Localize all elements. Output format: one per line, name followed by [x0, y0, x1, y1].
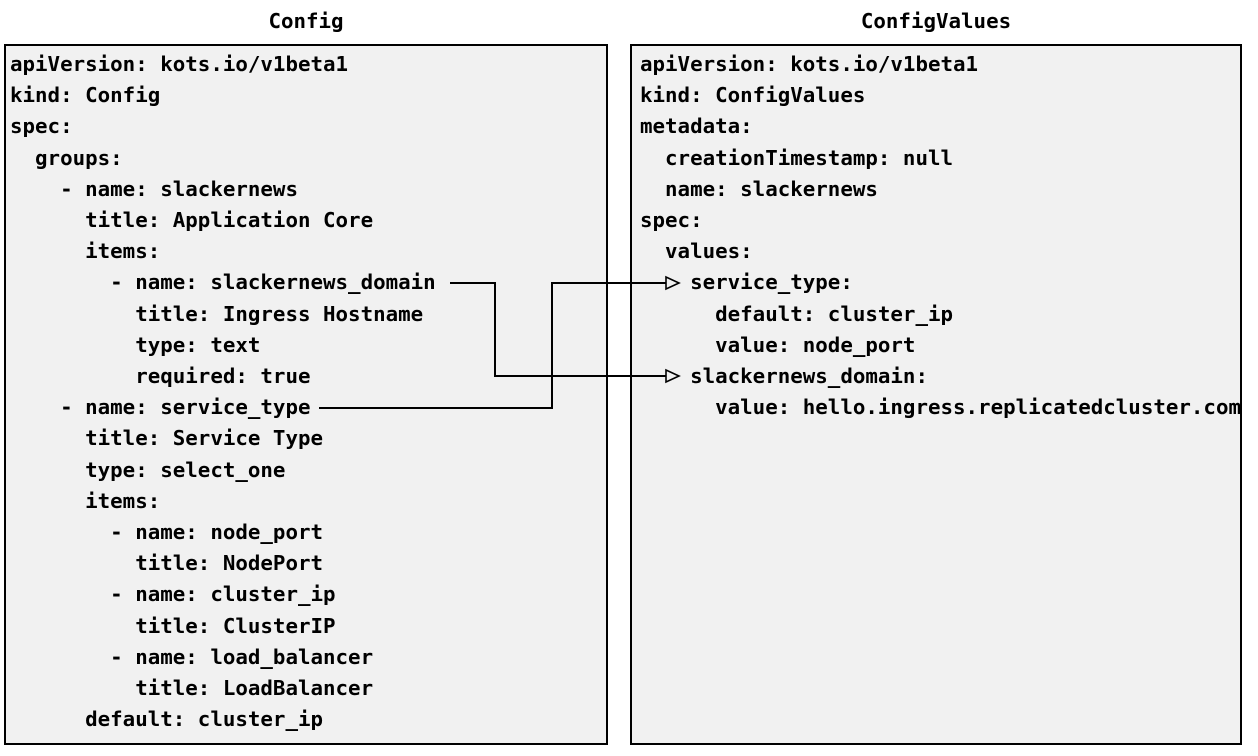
configvalues-panel-title: ConfigValues [860, 9, 1012, 33]
configvalues-yaml-panel: apiVersion: kots.io/v1beta1 kind: Config… [630, 44, 1242, 745]
config-panel-title: Config [268, 9, 344, 33]
config-yaml-panel: apiVersion: kots.io/v1beta1 kind: Config… [4, 44, 608, 745]
